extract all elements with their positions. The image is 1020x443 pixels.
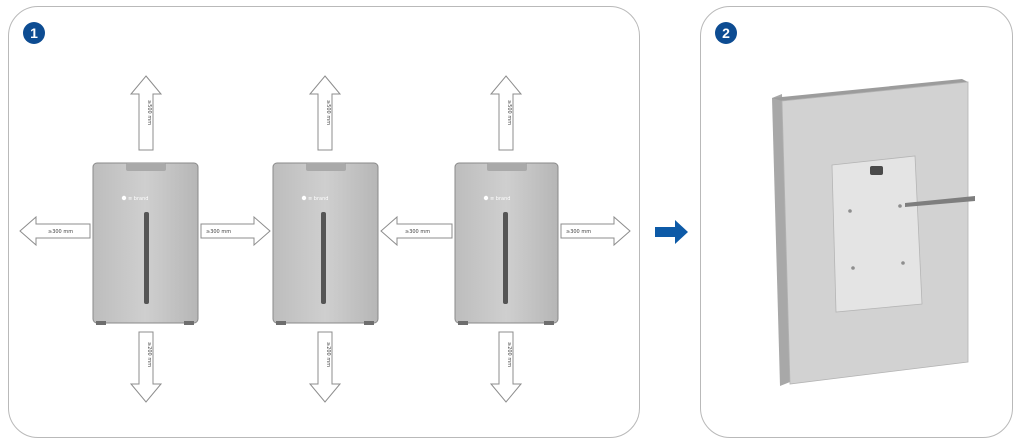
- step-badge-2: 2: [715, 22, 737, 44]
- step-badge-1: 1: [23, 22, 45, 44]
- clearance-arrow-bottom-2: ≥200 mm: [308, 331, 342, 403]
- clearance-arrow-left: ≥300 mm: [19, 215, 91, 247]
- svg-text:≥300 mm: ≥300 mm: [48, 229, 73, 235]
- clearance-arrow-right: ≥300 mm: [560, 215, 631, 247]
- svg-text:≥500 mm: ≥500 mm: [146, 100, 152, 125]
- clearance-arrow-bottom-3: ≥200 mm: [489, 331, 523, 403]
- clearance-arrow-between-2-3: ≥300 mm: [380, 215, 453, 247]
- svg-text:≥500 mm: ≥500 mm: [506, 100, 512, 125]
- svg-text:≥300 mm: ≥300 mm: [405, 229, 430, 235]
- svg-text:≥200 mm: ≥200 mm: [146, 342, 152, 367]
- svg-text:≥200 mm: ≥200 mm: [325, 342, 331, 367]
- brand-label-1: ≡ brand: [128, 196, 148, 202]
- svg-text:≥300 mm: ≥300 mm: [206, 229, 231, 235]
- brand-label-2: ≡ brand: [308, 196, 328, 202]
- cabinet-3: ≡ brand: [454, 162, 559, 325]
- svg-text:≥200 mm: ≥200 mm: [506, 342, 512, 367]
- cabinet-2: ≡ brand: [272, 162, 379, 325]
- clearance-arrow-top-3: ≥500 mm: [489, 75, 523, 151]
- hook-icon: [870, 166, 883, 175]
- clearance-arrow-top-2: ≥500 mm: [308, 75, 342, 151]
- clearance-arrow-top-1: ≥500 mm: [129, 75, 163, 151]
- svg-text:≥500 mm: ≥500 mm: [325, 100, 331, 125]
- arrow-right-icon: [655, 220, 688, 244]
- clearance-arrow-between-1-2: ≥300 mm: [200, 215, 271, 247]
- clearance-arrow-bottom-1: ≥200 mm: [129, 331, 163, 403]
- cabinet-1: ≡ brand: [92, 162, 199, 325]
- screw-rod: [905, 196, 975, 207]
- svg-text:≥300 mm: ≥300 mm: [566, 229, 591, 235]
- mounting-bracket: [831, 155, 923, 313]
- brand-label-3: ≡ brand: [490, 196, 510, 202]
